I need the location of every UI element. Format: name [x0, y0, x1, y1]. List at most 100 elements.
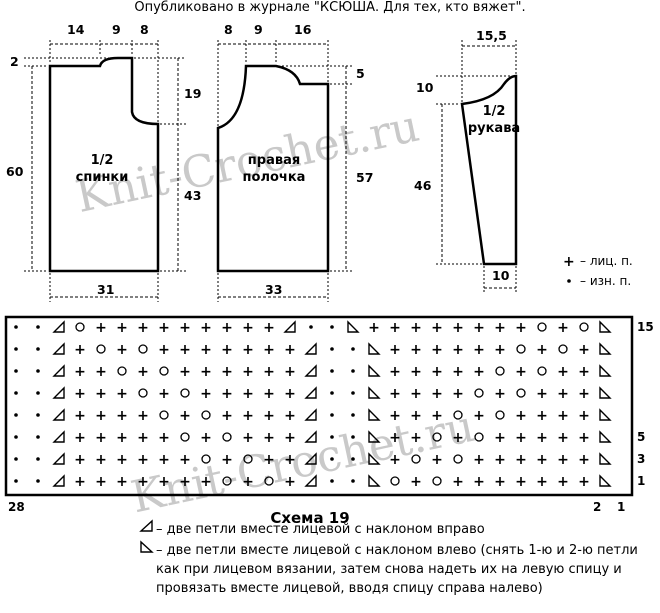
knit-stitch: +: [242, 386, 254, 402]
purl-stitch: [36, 369, 40, 373]
purl-stitch: [330, 325, 334, 329]
yarn-over-stitch: [222, 432, 232, 442]
front-total-height: 57: [356, 170, 373, 185]
knit-stitch: +: [473, 474, 485, 490]
chart-title: Схема 19: [270, 509, 350, 527]
legend-right-slant: – две петли вместе лицевой с наклоном вп…: [156, 522, 485, 537]
ssk-left-stitch: [599, 408, 612, 421]
knit-stitch: +: [263, 386, 275, 402]
knit-stitch: +: [536, 342, 548, 358]
chart-frame: [4, 315, 634, 497]
purl-stitch: [351, 435, 355, 439]
sleeve-labels: 15,5 10 46 10 1/2 рукава: [414, 28, 520, 283]
knit-stitch: +: [536, 452, 548, 468]
left-slant-icon: [140, 540, 154, 553]
knit-stitch: +: [515, 474, 527, 490]
knit-stitch: +: [158, 342, 170, 358]
k2tog-right-stitch: [304, 474, 317, 487]
knit-stitch: +: [389, 320, 401, 336]
purl-legend-text: – изн. п.: [580, 274, 631, 288]
back-title-line2: спинки: [76, 170, 129, 185]
knit-stitch: +: [515, 452, 527, 468]
knit-stitch: +: [494, 342, 506, 358]
ssk-left-stitch: [368, 452, 381, 465]
knit-stitch: +: [200, 474, 212, 490]
k2tog-right-stitch: [304, 364, 317, 377]
purl-stitch: [330, 369, 334, 373]
purl-stitch: [351, 413, 355, 417]
chart-row-label: 15: [637, 320, 654, 334]
knit-stitch: +: [515, 408, 527, 424]
knit-stitch: +: [473, 452, 485, 468]
knit-stitch: +: [494, 320, 506, 336]
back-piece: [24, 40, 186, 302]
purl-stitch: [351, 369, 355, 373]
purl-stitch: [14, 435, 18, 439]
ssk-left-stitch: [599, 386, 612, 399]
yarn-over-stitch: [243, 454, 253, 464]
yarn-over-stitch: [474, 432, 484, 442]
ssk-left-stitch: [368, 430, 381, 443]
purl-stitch: [330, 413, 334, 417]
knit-stitch: +: [578, 364, 590, 380]
knit-stitch: +: [74, 430, 86, 446]
back-total-height: 60: [6, 164, 24, 179]
knit-stitch: +: [557, 364, 569, 380]
knit-stitch: +: [368, 320, 380, 336]
ssk-left-stitch: [368, 408, 381, 421]
knit-stitch: +: [74, 364, 86, 380]
ssk-left-stitch: [368, 386, 381, 399]
knit-stitch: +: [74, 452, 86, 468]
knit-stitch: +: [221, 452, 233, 468]
sleeve-top-width: 15,5: [476, 28, 507, 43]
knit-stitch: +: [557, 452, 569, 468]
front-top-width-3: 16: [294, 22, 312, 37]
yarn-over-stitch: [138, 344, 148, 354]
yarn-over-stitch: [201, 454, 211, 464]
yarn-over-stitch: [201, 410, 211, 420]
knit-stitch: +: [137, 452, 149, 468]
ssk-left-stitch: [347, 320, 360, 333]
knit-symbol-icon: +: [563, 254, 575, 270]
knit-stitch: +: [389, 364, 401, 380]
yarn-over-stitch: [117, 366, 127, 376]
front-piece: [216, 40, 354, 302]
yarn-over-stitch: [159, 366, 169, 376]
ssk-left-stitch: [599, 474, 612, 487]
yarn-over-stitch: [495, 410, 505, 420]
knit-stitch: +: [389, 408, 401, 424]
knit-stitch: +: [389, 452, 401, 468]
knit-stitch: +: [200, 320, 212, 336]
yarn-over-stitch: [264, 476, 274, 486]
knit-stitch: +: [116, 342, 128, 358]
knit-stitch: +: [263, 430, 275, 446]
k2tog-right-stitch: [52, 408, 65, 421]
knit-stitch: +: [179, 342, 191, 358]
knit-stitch: +: [74, 474, 86, 490]
purl-stitch: [14, 347, 18, 351]
knit-stitch: +: [389, 342, 401, 358]
knit-stitch: +: [95, 408, 107, 424]
purl-stitch: [351, 479, 355, 483]
knit-stitch: +: [536, 408, 548, 424]
yarn-over-stitch: [75, 322, 85, 332]
purl-stitch: [36, 435, 40, 439]
purl-stitch: [36, 347, 40, 351]
k2tog-right-stitch: [304, 386, 317, 399]
knit-stitch: +: [410, 364, 422, 380]
back-bottom-width: 31: [97, 282, 114, 297]
knit-stitch: +: [242, 364, 254, 380]
knit-stitch: +: [263, 342, 275, 358]
knit-legend-text: – лиц. п.: [580, 254, 633, 268]
knit-stitch: +: [494, 386, 506, 402]
yarn-over-stitch: [495, 366, 505, 376]
purl-stitch: [351, 391, 355, 395]
knit-stitch: +: [473, 320, 485, 336]
purl-stitch: [330, 435, 334, 439]
knit-stitch: +: [200, 430, 212, 446]
knit-stitch: +: [431, 452, 443, 468]
purl-stitch: [330, 391, 334, 395]
purl-stitch: [36, 413, 40, 417]
k2tog-right-stitch: [52, 474, 65, 487]
ssk-left-stitch: [599, 364, 612, 377]
